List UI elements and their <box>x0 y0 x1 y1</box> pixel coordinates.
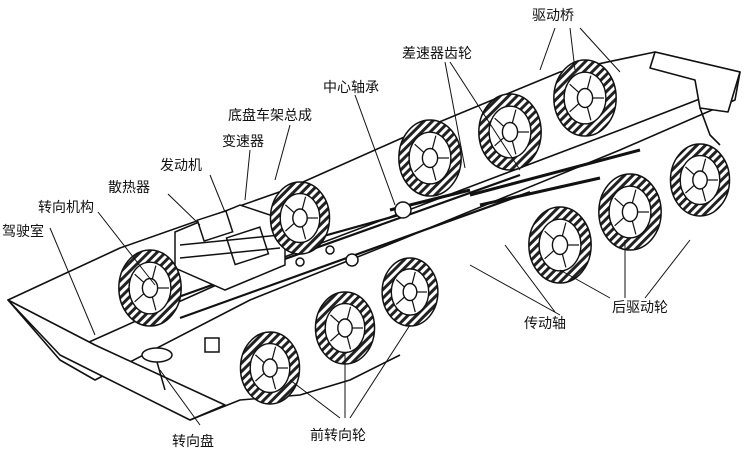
rear-right-wheel-3 <box>669 143 731 217</box>
label-front-steering-wheels: 前转向轮 <box>310 427 366 444</box>
hull-rear-right <box>699 107 721 146</box>
leader-lines <box>49 27 691 426</box>
rear-left-wheel-1 <box>398 119 462 197</box>
steering-wheel-part <box>141 337 220 391</box>
rear-left-wheel-2 <box>478 93 542 171</box>
wheels-group <box>118 59 731 405</box>
front-left-wheel-1 <box>118 249 182 327</box>
label-steering-wheel: 转向盘 <box>172 433 214 450</box>
label-steering-mechanism: 转向机构 <box>38 200 94 216</box>
hull-side-lower <box>189 354 401 421</box>
label-engine: 发动机 <box>160 158 202 174</box>
front-right-wheel-3 <box>381 257 439 327</box>
rear-left-wheel-3 <box>553 59 617 137</box>
label-rear-drive-wheels: 后驱动轮 <box>612 300 668 316</box>
front-left-wheel-2 <box>269 181 331 255</box>
label-chassis-frame-assembly: 底盘车架总成 <box>228 107 312 124</box>
label-radiator: 散热器 <box>108 180 150 196</box>
label-drive-axle: 驱动桥 <box>532 8 574 24</box>
label-transmission: 变速器 <box>222 134 264 150</box>
label-cab: 驾驶室 <box>2 223 44 240</box>
front-right-wheel-1 <box>239 331 301 405</box>
rear-right-wheel-2 <box>598 173 662 251</box>
center-bearing-hub <box>394 201 412 219</box>
label-drive-shaft: 传动轴 <box>524 316 566 332</box>
labels: 驾驶室 转向机构 散热器 发动机 变速器 底盘车架总成 中心轴承 差速器齿轮 驱… <box>2 8 668 450</box>
rear-right-wheel-1 <box>528 206 592 284</box>
label-center-bearing: 中心轴承 <box>323 80 379 96</box>
front-right-wheel-2 <box>314 291 376 365</box>
label-differential-gear: 差速器齿轮 <box>402 46 472 62</box>
